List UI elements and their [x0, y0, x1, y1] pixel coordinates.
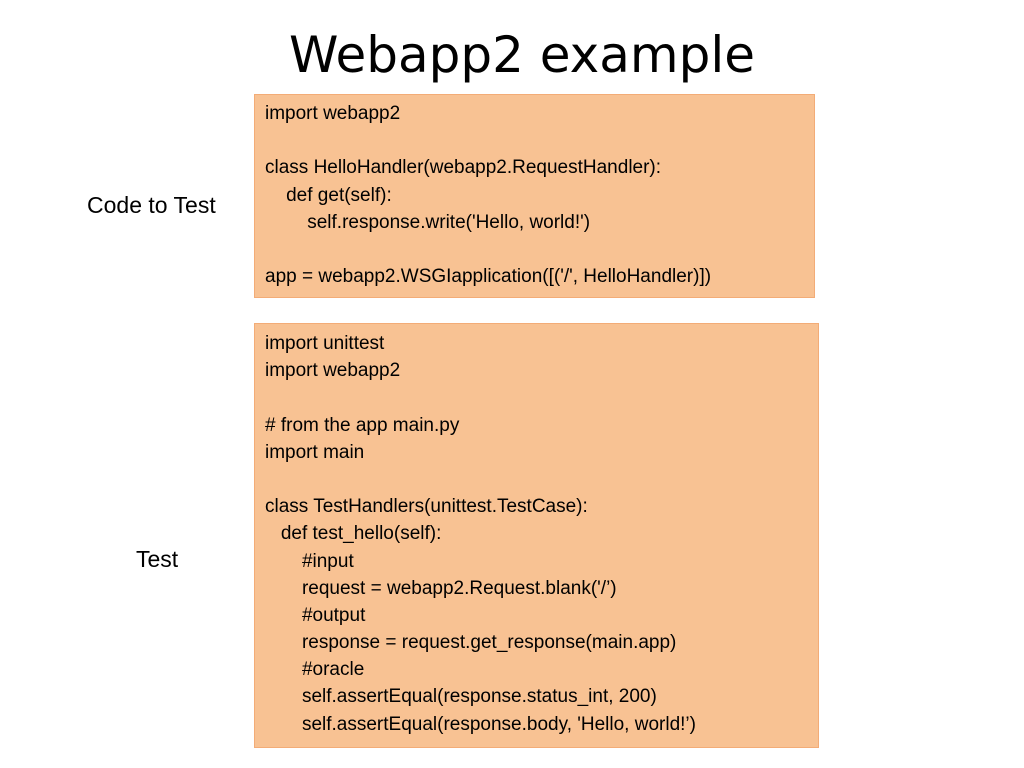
code-line: request = webapp2.Request.blank('/’) — [265, 577, 617, 599]
code-line — [265, 127, 804, 154]
code-line — [265, 236, 804, 263]
code-to-test-box: import webapp2 class HelloHandler(webapp… — [254, 94, 815, 298]
code-to-test-label: Code to Test — [87, 192, 216, 218]
code-line: # from the app main.py — [265, 414, 460, 436]
code-line: self.assertEqual(response.body, 'Hello, … — [265, 713, 696, 735]
code-line: response = request.get_response(main.app… — [265, 632, 677, 654]
code-line: self.assertEqual(response.status_int, 20… — [265, 686, 657, 708]
code-line: class TestHandlers(unittest.TestCase): — [265, 496, 588, 518]
code-line: #input — [265, 550, 354, 572]
slide-title: Webapp2 example — [288, 26, 756, 84]
code-line: #output — [265, 604, 366, 626]
test-label: Test — [136, 546, 179, 572]
code-line: import unittest — [265, 333, 385, 354]
code-line — [265, 466, 808, 493]
code-line: import webapp2 — [265, 103, 401, 124]
code-line: class HelloHandler(webapp2.RequestHandle… — [265, 157, 662, 179]
code-line: #oracle — [265, 659, 365, 681]
code-line — [265, 384, 808, 411]
code-line: self.response.write('Hello, world!') — [265, 211, 591, 233]
code-line: import webapp2 — [265, 360, 401, 382]
code-line: def get(self): — [265, 184, 392, 206]
code-line: def test_hello(self): — [265, 523, 442, 545]
code-line: import main — [265, 441, 365, 463]
code-line: app = webapp2.WSGIapplication([('/', Hel… — [265, 266, 712, 288]
test-code-box: import unittest import webapp2 # from th… — [254, 323, 819, 748]
